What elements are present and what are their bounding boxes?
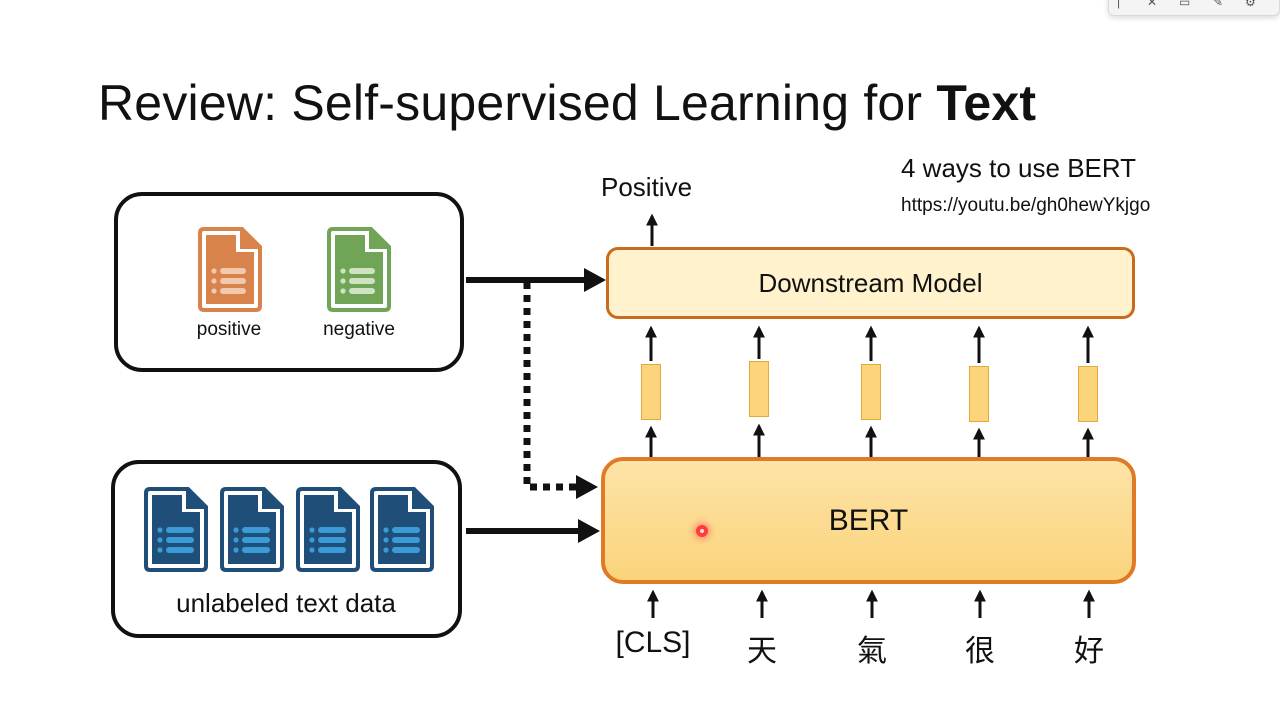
annotation-link[interactable]: https://youtu.be/gh0hewYkjgo	[901, 195, 1151, 216]
token-cls: [CLS]	[615, 626, 691, 659]
slide-title: Review: Self-supervised Learning for Tex…	[98, 74, 1036, 132]
text-doc-icon	[144, 487, 208, 572]
embedding-vector	[641, 364, 661, 420]
embedding-vector	[969, 366, 989, 422]
token-4: 好	[1074, 635, 1104, 668]
negative-doc-icon	[327, 227, 391, 312]
dotted-connector	[523, 282, 578, 491]
downstream-label: Downstream Model	[758, 267, 983, 298]
downstream-model-box: Downstream Model	[606, 247, 1135, 319]
token-3: 很	[965, 635, 995, 668]
embedding-vector	[1078, 366, 1098, 422]
arrow-head	[584, 268, 606, 292]
output-label: Positive	[601, 172, 693, 202]
arrow-head	[576, 475, 598, 499]
settings-icon[interactable]: ⚙	[1245, 0, 1256, 9]
labeled-data-box	[114, 192, 464, 372]
positive-doc-icon	[198, 227, 262, 312]
negative-label: negative	[323, 319, 395, 340]
text-doc-icon	[220, 487, 284, 572]
annotation-heading: 4 ways to use BERT	[901, 153, 1137, 183]
arrow-head	[578, 519, 600, 543]
positive-label: positive	[196, 319, 262, 340]
close-icon[interactable]: ✕	[1147, 0, 1158, 9]
token-2: 氣	[857, 635, 887, 668]
token-1: 天	[747, 635, 777, 668]
window-toolbar: | ✕ ▭ ✎ ⚙	[1108, 0, 1280, 16]
unlabeled-label: unlabeled text data	[176, 588, 396, 618]
text-doc-icon	[296, 487, 360, 572]
embedding-vector	[861, 364, 881, 420]
embedding-vector	[749, 361, 769, 417]
bert-box: BERT	[601, 457, 1136, 584]
title-emphasis: Text	[936, 75, 1037, 131]
edit-icon[interactable]: ✎	[1213, 0, 1224, 9]
text-doc-icon	[370, 487, 434, 572]
window-icon[interactable]: ▭	[1179, 0, 1191, 9]
title-prefix: Review: Self-supervised Learning for	[98, 75, 937, 131]
bert-label: BERT	[828, 503, 909, 537]
toolbar-divider-icon: |	[1117, 0, 1121, 9]
laser-pointer	[696, 525, 708, 537]
